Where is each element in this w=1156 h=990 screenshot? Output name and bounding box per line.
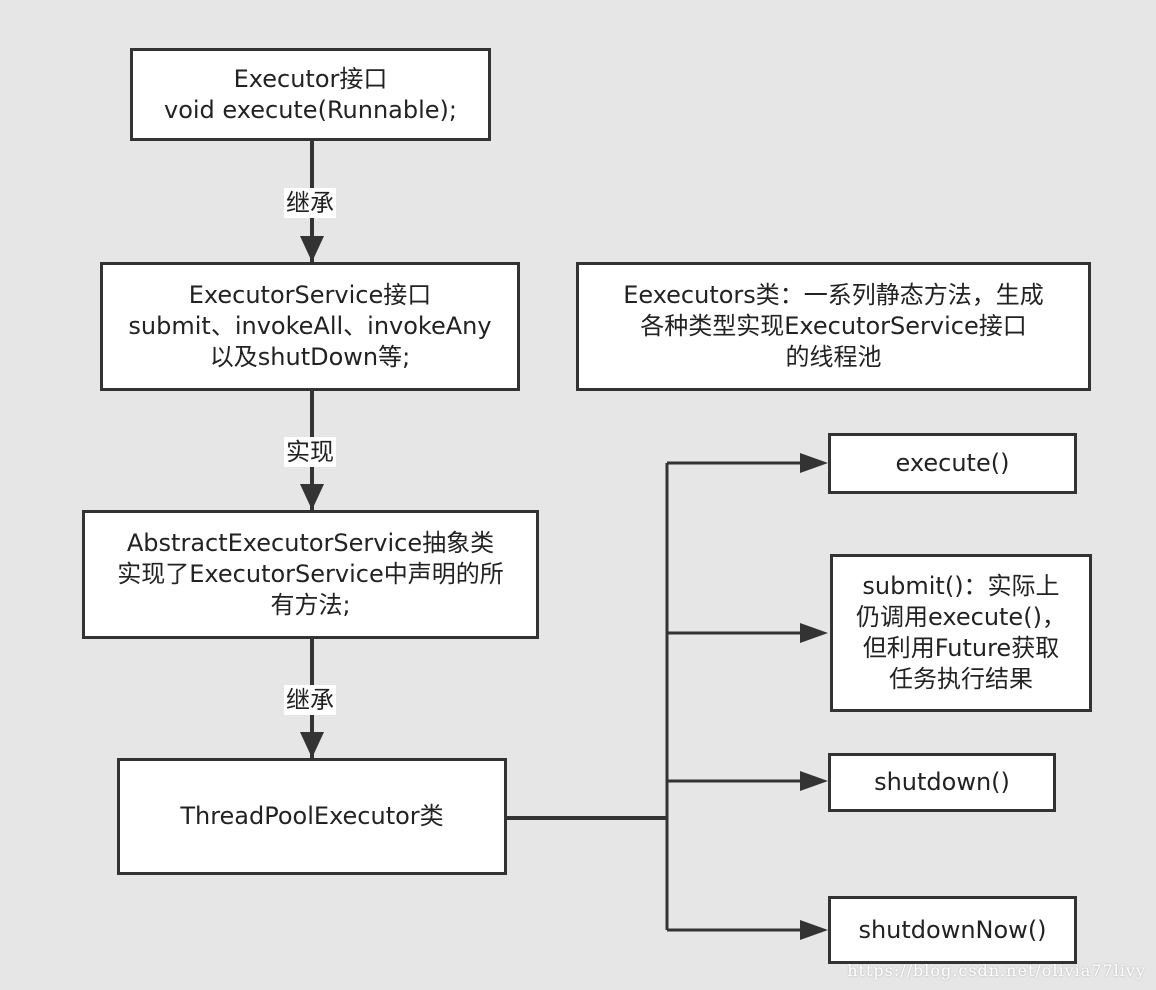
shutdown-method-node: shutdown()	[828, 753, 1056, 812]
arrowhead-execute	[800, 453, 828, 473]
abstract-executor-service-node: AbstractExecutorService抽象类 实现了ExecutorSe…	[82, 510, 539, 639]
edge-label-implement: 实现	[284, 437, 336, 467]
shutdown-now-method-node: shutdownNow()	[828, 896, 1077, 964]
submit-method-node: submit()：实际上 仍调用execute()， 但利用Future获取 任…	[830, 554, 1092, 712]
arrowhead-shutdown-now	[800, 920, 828, 940]
arrowhead-3	[300, 732, 324, 758]
edge-label-inherit-2: 继承	[284, 685, 336, 715]
edge-label-inherit-1: 继承	[284, 188, 336, 218]
executors-class-node: Eexecutors类：一系列静态方法，生成 各种类型实现ExecutorSer…	[576, 262, 1091, 391]
executor-service-node: ExecutorService接口 submit、invokeAll、invok…	[100, 262, 520, 391]
arrowhead-submit	[800, 623, 828, 643]
watermark-text: https://blog.csdn.net/olivia77livy	[847, 961, 1146, 980]
thread-pool-executor-node: ThreadPoolExecutor类	[117, 758, 507, 875]
arrowhead-1	[300, 236, 324, 262]
arrowhead-2	[300, 484, 324, 510]
execute-method-node: execute()	[828, 433, 1077, 494]
executor-interface-node: Executor接口 void execute(Runnable);	[130, 48, 491, 141]
arrowhead-shutdown	[800, 771, 828, 791]
